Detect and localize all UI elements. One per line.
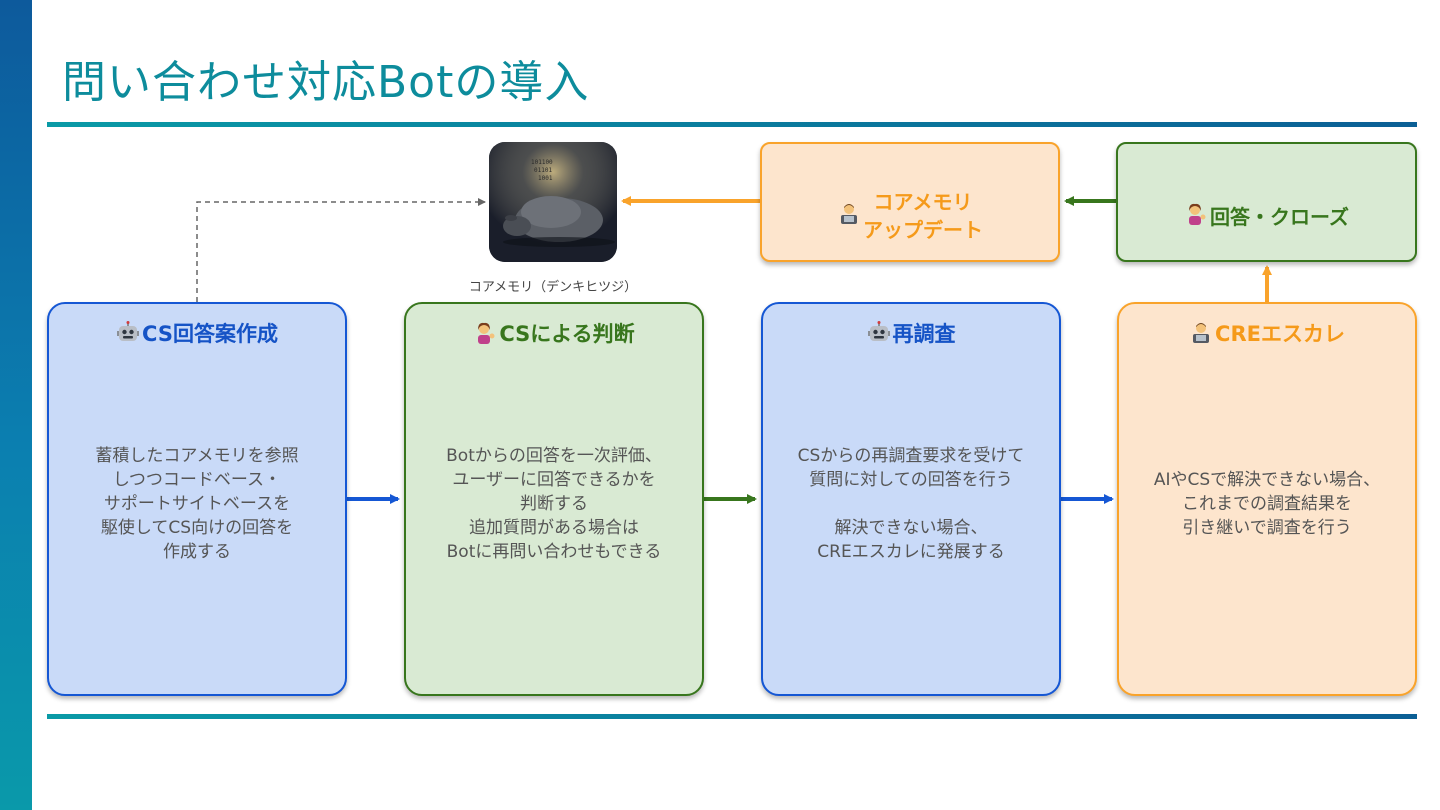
step-cs-draft: CS回答案作成 蓄積したコアメモリを参照 しつつコードベース・ サポートサイトベ… [47, 302, 347, 696]
core-memory-image: 101100 01101 1001 [489, 142, 617, 262]
technologist-icon [841, 203, 857, 224]
robot-icon [117, 321, 140, 341]
cre-escalation-title: CREエスカレ [1215, 322, 1345, 346]
binary-line-3: 1001 [538, 175, 553, 182]
woman-tipping-hand-icon [1189, 204, 1206, 226]
reinvestigate-title: 再調査 [892, 322, 956, 346]
slide-title: 問い合わせ対応Botの導入 [62, 57, 590, 108]
cs-draft-body: 蓄積したコアメモリを参照 しつつコードベース・ サポートサイトベースを 駆使して… [95, 446, 299, 562]
core-memory-update-title: コアメモリ アップデート [863, 190, 983, 242]
binary-line-1: 101100 [531, 159, 553, 166]
robot-icon [867, 321, 890, 341]
core-memory-update-title-wrap: コアメモリ アップデート [837, 160, 983, 244]
woman-tipping-hand-icon [478, 322, 495, 344]
sheep-head [503, 216, 531, 236]
step-cs-judge: CSによる判断 Botからの回答を一次評価、 ユーザーに回答できるかを 判断する… [404, 302, 704, 696]
cs-judge-title: CSによる判断 [499, 322, 635, 346]
top-divider [47, 122, 1417, 127]
step-reinvestigate: 再調査 CSからの再調査要求を受けて 質問に対しての回答を行う 解決できない場合… [761, 302, 1061, 696]
binary-line-2: 01101 [534, 167, 552, 174]
step-core-memory-update: コアメモリ アップデート [760, 142, 1060, 262]
bottom-divider [47, 714, 1417, 719]
cs-judge-body: Botからの回答を一次評価、 ユーザーに回答できるかを 判断する 追加質問がある… [446, 446, 662, 562]
technologist-icon [1193, 323, 1210, 343]
cs-draft-title: CS回答案作成 [142, 322, 278, 346]
cre-escalation-body: AIやCSで解決できない場合、 これまでの調査結果を 引き継いで調査を行う [1153, 470, 1381, 538]
reinvestigate-body: CSからの再調査要求を受けて 質問に対しての回答を行う 解決できない場合、 CR… [797, 446, 1025, 562]
step-answer-close: 回答・クローズ [1116, 142, 1417, 262]
answer-close-title: 回答・クローズ [1210, 204, 1349, 229]
core-memory-caption: コアメモリ（デンキヒツジ） [468, 280, 638, 295]
step-cre-escalation: CREエスカレ AIやCSで解決できない場合、 これまでの調査結果を 引き継いで… [1117, 302, 1417, 696]
side-accent-bar [0, 0, 32, 810]
